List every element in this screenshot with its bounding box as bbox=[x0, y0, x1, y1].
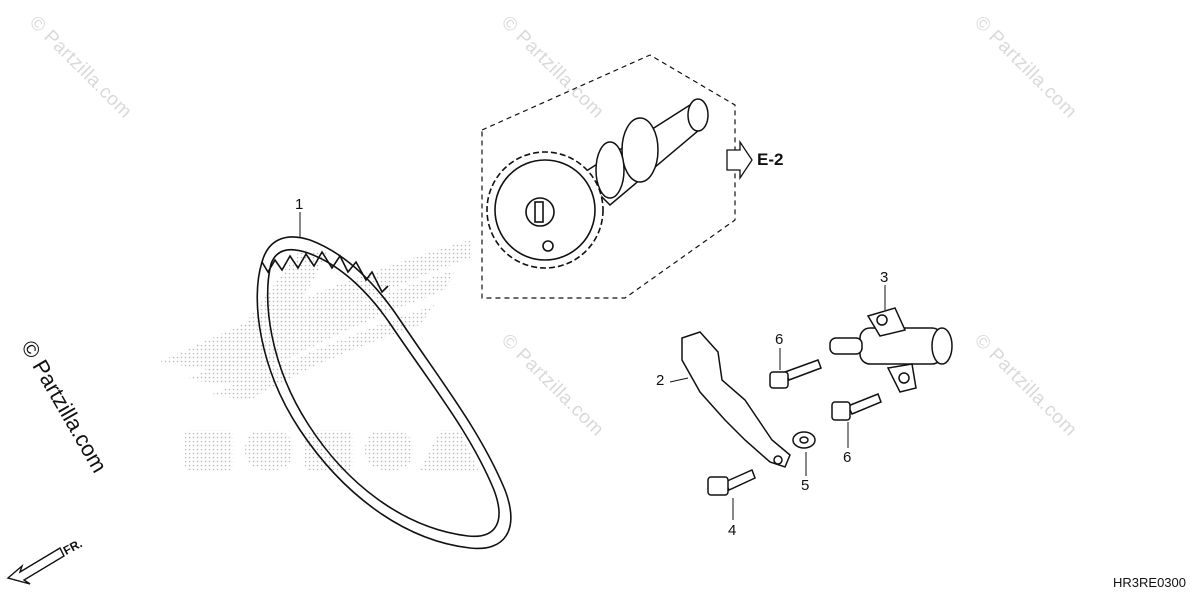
reference-arrow bbox=[726, 139, 753, 181]
callout-6-lower: 6 bbox=[843, 449, 852, 466]
callout-1: 1 bbox=[295, 196, 304, 213]
diagram-code: HR3RE0300 bbox=[1113, 575, 1186, 590]
honda-wordmark bbox=[185, 430, 478, 470]
cam-sprocket bbox=[486, 151, 604, 269]
cam-chain bbox=[256, 236, 512, 550]
camshaft-group bbox=[481, 54, 736, 299]
callout-4: 4 bbox=[728, 522, 737, 539]
callout-2: 2 bbox=[656, 372, 665, 389]
front-arrow-icon bbox=[6, 547, 65, 585]
bolt-lower bbox=[831, 393, 882, 421]
washer-shape bbox=[792, 431, 816, 449]
reference-label: E-2 bbox=[757, 150, 784, 169]
bolt-upper bbox=[769, 359, 822, 389]
camshaft bbox=[578, 98, 709, 207]
leader-lines bbox=[299, 212, 886, 520]
tensioner-slipper bbox=[681, 331, 791, 468]
tensioner-lifter-shape bbox=[829, 307, 953, 393]
bolt-slipper-shape bbox=[707, 468, 756, 496]
honda-wing-logo bbox=[160, 240, 470, 400]
callout-5: 5 bbox=[801, 477, 810, 494]
callout-3: 3 bbox=[880, 269, 889, 286]
callout-6-upper: 6 bbox=[775, 331, 784, 348]
